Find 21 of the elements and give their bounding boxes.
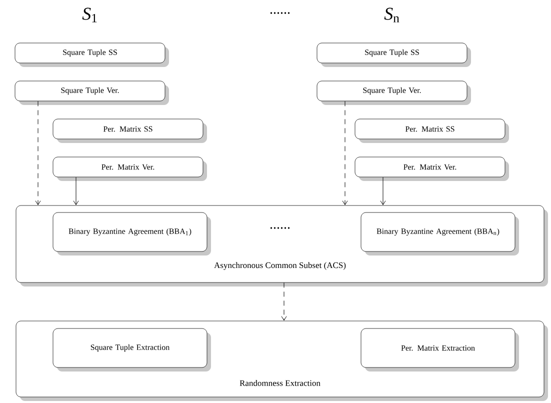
process-box: Binary Byzantine Agreement (BBA$_{1}$) (52, 212, 211, 256)
process-box: Per. Matrix SS (354, 118, 509, 143)
process-box: Square Tuple SS (14, 42, 169, 67)
process-box: Square Tuple Ver. (316, 80, 471, 105)
ellipsis: ...... (270, 227, 290, 229)
process-box: Per. Matrix SS (52, 118, 207, 143)
arrow (73, 176, 79, 206)
process-box: Per. Matrix Ver. (354, 156, 509, 181)
arrow (342, 100, 348, 206)
ellipsis: ...... (270, 12, 290, 14)
process-box: Binary Byzantine Agreement (BBA$_{n}$) (360, 212, 519, 256)
arrow (281, 282, 287, 321)
server-label: S$_{n}$ (384, 8, 400, 22)
process-box: Square Tuple SS (316, 42, 471, 67)
process-box: Per. Matrix Ver. (52, 156, 207, 181)
process-box: Square Tuple Ver. (14, 80, 169, 105)
arrow (380, 176, 386, 206)
process-box: Per. Matrix Extraction (360, 328, 519, 372)
arrow (35, 100, 41, 206)
process-box: Square Tuple Extraction (52, 328, 211, 372)
server-label: S$_{1}$ (82, 8, 97, 22)
